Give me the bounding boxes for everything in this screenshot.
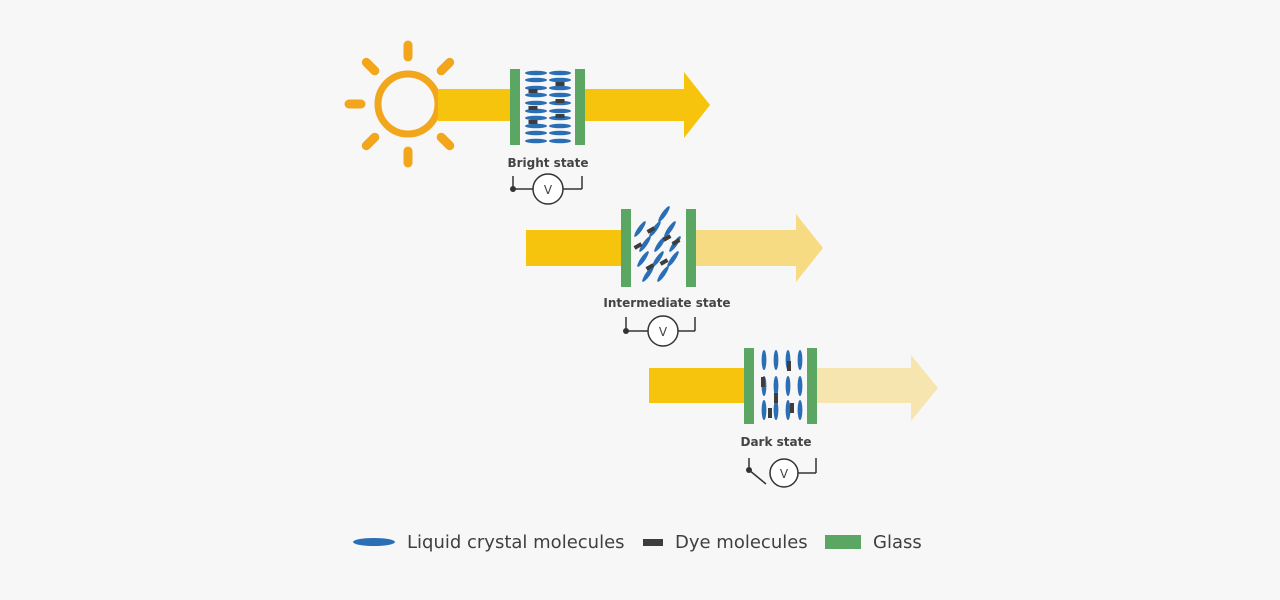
dye-molecule (528, 89, 538, 93)
liquid-crystal-molecule (549, 92, 571, 98)
liquid-crystal-molecule (549, 130, 571, 136)
light-beam-out (813, 368, 913, 403)
liquid-crystal-molecule (525, 123, 547, 129)
liquid-crystal-molecule (773, 376, 779, 396)
legend-item-liquid-crystal: Liquid crystal molecules (353, 527, 625, 557)
liquid-crystal-molecule (634, 221, 646, 237)
liquid-crystal-molecule (549, 77, 571, 83)
liquid-crystal-molecule (637, 251, 649, 267)
voltmeter-label: V (780, 467, 789, 481)
dye-molecule (555, 99, 565, 103)
dye-molecule (555, 82, 565, 86)
glass-pane-left (744, 348, 754, 424)
legend-label: Dye molecules (675, 531, 808, 553)
dye-molecule (774, 393, 778, 403)
glass-pane-left (621, 209, 631, 287)
intermediate-state-panel: Intermediate state V (526, 206, 823, 347)
dye-molecule (761, 377, 765, 387)
liquid-crystal-molecule (667, 251, 679, 267)
voltmeter-label: V (659, 325, 668, 339)
dye-molecule (671, 238, 681, 246)
voltage-circuit: V (623, 315, 696, 347)
legend-label: Liquid crystal molecules (407, 531, 625, 553)
state-label: Intermediate state (603, 296, 730, 310)
glass-pane-right (686, 209, 696, 287)
liquid-crystal-swatch-icon (353, 538, 395, 546)
liquid-crystal-molecule (549, 108, 571, 114)
liquid-crystal-molecule (785, 376, 791, 396)
legend-label: Glass (873, 531, 922, 553)
state-label: Bright state (507, 156, 588, 170)
liquid-crystal-molecule (525, 100, 547, 106)
dye-molecule (659, 258, 669, 266)
molecule-layer (761, 350, 803, 420)
light-beam-out (580, 89, 686, 121)
liquid-crystal-molecule (654, 236, 666, 252)
liquid-crystal-molecule (525, 92, 547, 98)
dye-molecule (768, 408, 772, 418)
light-beam-in (526, 230, 626, 266)
glass-pane-right (807, 348, 817, 424)
light-beam-out (692, 230, 798, 266)
dye-molecule (528, 120, 538, 124)
molecule-layer (525, 70, 571, 144)
dye-molecule (646, 226, 656, 234)
dye-molecule (555, 114, 565, 118)
dye-molecule (633, 242, 643, 250)
liquid-crystal-molecule (525, 77, 547, 83)
liquid-crystal-molecule (761, 350, 767, 370)
liquid-crystal-molecule (639, 236, 651, 252)
liquid-crystal-molecule (761, 400, 767, 420)
liquid-crystal-molecule (652, 251, 664, 267)
glass-swatch-icon (825, 535, 861, 549)
voltmeter-label: V (544, 183, 553, 197)
liquid-crystal-molecule (657, 266, 669, 282)
liquid-crystal-molecule (664, 221, 676, 237)
liquid-crystal-molecule (642, 266, 654, 282)
liquid-crystal-molecule (797, 400, 803, 420)
dark-state-panel: Dark state V (649, 348, 938, 488)
glass-pane-right (575, 69, 585, 145)
light-beam-in (438, 89, 518, 121)
liquid-crystal-molecule (549, 138, 571, 144)
liquid-crystal-molecule (797, 376, 803, 396)
dye-swatch-icon (643, 538, 663, 546)
liquid-crystal-molecule (549, 70, 571, 76)
open-switch (748, 469, 767, 485)
liquid-crystal-molecule (525, 130, 547, 136)
arrow-head (684, 72, 710, 138)
bright-state-panel: Bright state V (438, 69, 710, 205)
arrow-head (911, 355, 938, 421)
glass-pane-left (510, 69, 520, 145)
liquid-crystal-molecule (797, 350, 803, 370)
dye-molecule (645, 263, 655, 271)
liquid-crystal-molecule (525, 70, 547, 76)
dye-molecule (790, 403, 794, 413)
liquid-crystal-molecule (658, 206, 670, 222)
liquid-crystal-molecule (773, 400, 779, 420)
state-label: Dark state (741, 435, 812, 449)
legend-item-dye: Dye molecules (643, 527, 808, 557)
liquid-crystal-molecule (549, 85, 571, 91)
liquid-crystal-molecule (525, 138, 547, 144)
legend: Liquid crystal molecules Dye molecules G… (0, 527, 1280, 557)
liquid-crystal-molecule (773, 350, 779, 370)
liquid-crystal-molecule (549, 123, 571, 129)
liquid-crystal-molecule (785, 400, 791, 420)
dye-molecule (662, 234, 672, 242)
dye-molecule (787, 361, 791, 371)
voltage-circuit: V (746, 458, 817, 488)
dye-molecule (528, 106, 538, 110)
arrow-head (796, 214, 823, 282)
voltage-circuit: V (510, 173, 583, 205)
light-beam-in (649, 368, 749, 403)
liquid-crystal-molecule (525, 115, 547, 121)
molecule-layer (633, 206, 681, 282)
legend-item-glass: Glass (825, 527, 922, 557)
